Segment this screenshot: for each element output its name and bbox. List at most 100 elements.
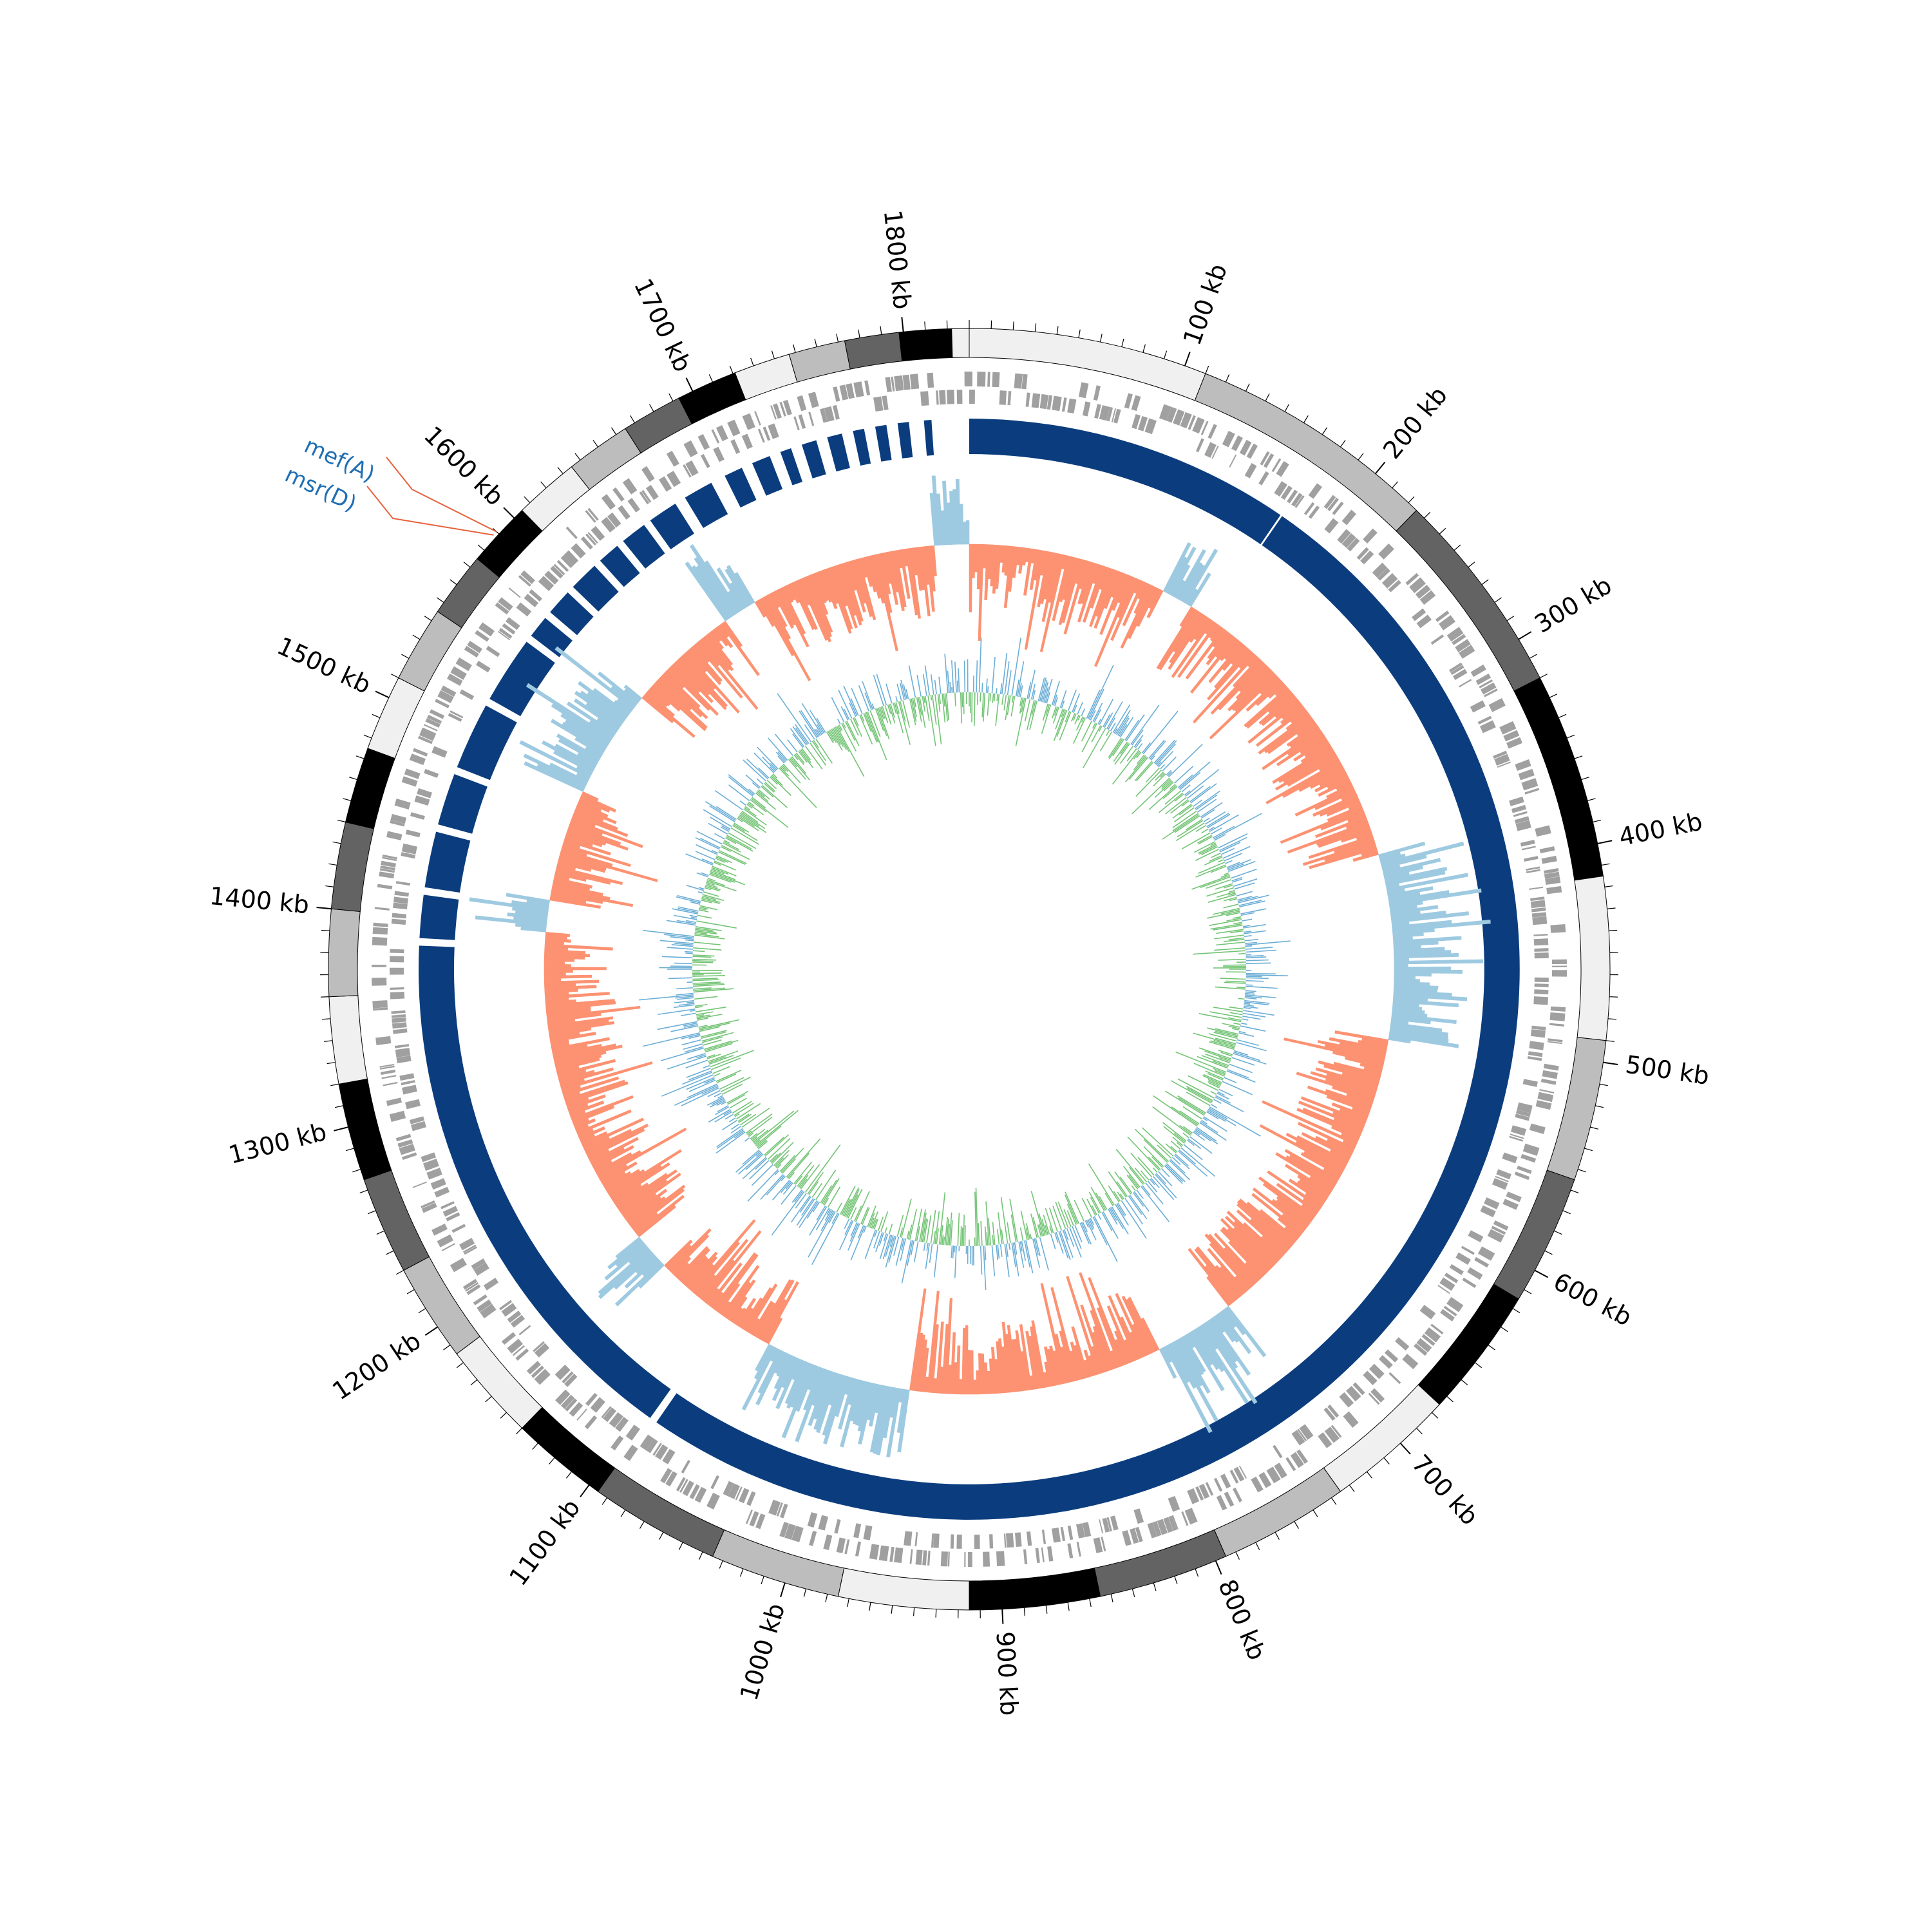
gc-skew-line <box>1170 1141 1180 1150</box>
gc-skew-line <box>922 1218 927 1242</box>
contig-segment <box>969 419 1281 545</box>
gc-skew-line <box>906 1240 913 1267</box>
gc-skew-line <box>685 952 693 954</box>
gc-skew-line <box>903 684 908 700</box>
scale-tick <box>1584 1148 1593 1151</box>
gc-content-bar <box>1049 1345 1061 1385</box>
gc-skew-line <box>706 1054 721 1059</box>
gc-content-bar <box>544 974 592 980</box>
gc-skew-line <box>850 1222 858 1236</box>
gc-content-bar <box>1040 1283 1066 1384</box>
gc-content-bar <box>741 1297 763 1330</box>
gc-skew-line <box>1037 1224 1042 1237</box>
gc-content-bar <box>1066 1276 1101 1375</box>
gc-skew-line <box>1245 956 1267 959</box>
scale-tick <box>1023 1607 1026 1616</box>
gc-skew-line <box>934 1211 940 1244</box>
cds-feature <box>1548 1038 1563 1043</box>
gc-skew-line <box>1226 1070 1256 1083</box>
gc-content-bar <box>1245 677 1282 712</box>
cds-feature <box>1157 1519 1168 1535</box>
scale-tick <box>620 1510 626 1517</box>
cds-feature <box>946 390 954 404</box>
gc-skew-line <box>755 1110 799 1146</box>
gc-skew-line <box>1099 731 1113 752</box>
gc-skew-line <box>1011 638 1021 696</box>
gc-skew-line <box>699 837 721 849</box>
gc-skew-line <box>743 808 767 826</box>
gc-skew-line <box>850 1226 866 1261</box>
cds-feature <box>969 390 975 404</box>
gc-skew-line <box>1231 1028 1240 1031</box>
gc-skew-line <box>776 1164 782 1170</box>
cds-feature <box>437 690 454 703</box>
cds-feature <box>1205 1482 1214 1496</box>
gc-content-bar <box>630 1184 686 1228</box>
cds-feature <box>1273 1444 1283 1459</box>
gc-skew-line <box>1092 1217 1108 1245</box>
cds-feature <box>531 1365 544 1378</box>
gc-skew-line <box>681 1087 719 1106</box>
gc-skew-line <box>914 1208 923 1241</box>
gc-skew-line <box>859 714 873 745</box>
cds-feature <box>889 1546 895 1562</box>
gc-skew-line <box>1215 1037 1236 1045</box>
cds-feature <box>1327 1405 1340 1418</box>
cds-feature <box>773 403 782 419</box>
gc-content-bar <box>743 1287 773 1332</box>
gc-skew-line <box>1019 1241 1023 1251</box>
gc-content-bar <box>1394 984 1439 990</box>
gc-skew-line <box>894 702 904 734</box>
gc-skew-line <box>687 1001 695 1004</box>
cds-feature <box>1031 393 1041 408</box>
gc-skew-line <box>1245 942 1257 944</box>
cds-feature <box>1274 481 1288 497</box>
cds-feature <box>697 434 710 450</box>
gc-skew-line <box>772 774 783 786</box>
scale-tick <box>1034 323 1037 332</box>
cds-feature <box>1222 430 1235 448</box>
gc-content-bar <box>688 647 722 685</box>
gc-skew-line <box>899 683 905 701</box>
gc-skew-line <box>1121 1200 1147 1239</box>
cds-feature <box>1276 461 1289 477</box>
gc-skew-line <box>1170 799 1189 814</box>
gc-skew-line <box>1188 1075 1218 1091</box>
cds-feature <box>585 533 597 546</box>
scale-tick <box>503 507 515 519</box>
scale-tick <box>557 467 564 474</box>
gc-content-bar <box>549 762 589 784</box>
gc-skew-line <box>724 1113 734 1120</box>
gc-skew-line <box>701 1086 719 1095</box>
cds-feature <box>818 1515 829 1531</box>
gc-skew-line <box>952 1245 954 1259</box>
gc-content-bar <box>1262 1182 1314 1222</box>
cds-feature <box>464 1246 477 1255</box>
cds-feature <box>1439 615 1455 630</box>
gc-content-bar <box>1220 1228 1267 1276</box>
scale-tick <box>814 338 817 347</box>
gc-content-bar <box>1314 815 1367 838</box>
cds-feature <box>1533 996 1548 1005</box>
gc-skew-line <box>816 717 826 733</box>
gc-content-bar <box>1315 1067 1379 1088</box>
cds-feature <box>1005 1533 1014 1548</box>
gc-skew-line <box>1092 723 1096 729</box>
gc-skew-line <box>1216 929 1244 934</box>
gc-content-bar <box>1236 1203 1291 1251</box>
gc-skew-line <box>987 693 990 716</box>
gc-content-bar <box>786 1361 809 1409</box>
gc-skew-line <box>696 1014 710 1018</box>
gc-skew-line <box>689 914 697 918</box>
cds-feature <box>554 1365 571 1380</box>
cds-feature <box>507 1311 522 1323</box>
cds-feature <box>393 902 408 910</box>
gc-skew-line <box>1088 1163 1115 1206</box>
cds-feature <box>745 1510 753 1524</box>
gc-content-bar <box>764 594 791 640</box>
gc-skew-line <box>1229 930 1244 934</box>
gc-skew-line <box>754 1139 761 1145</box>
gc-skew-line <box>743 759 766 782</box>
cds-feature <box>639 1434 654 1451</box>
cds-feature <box>1496 1169 1511 1180</box>
